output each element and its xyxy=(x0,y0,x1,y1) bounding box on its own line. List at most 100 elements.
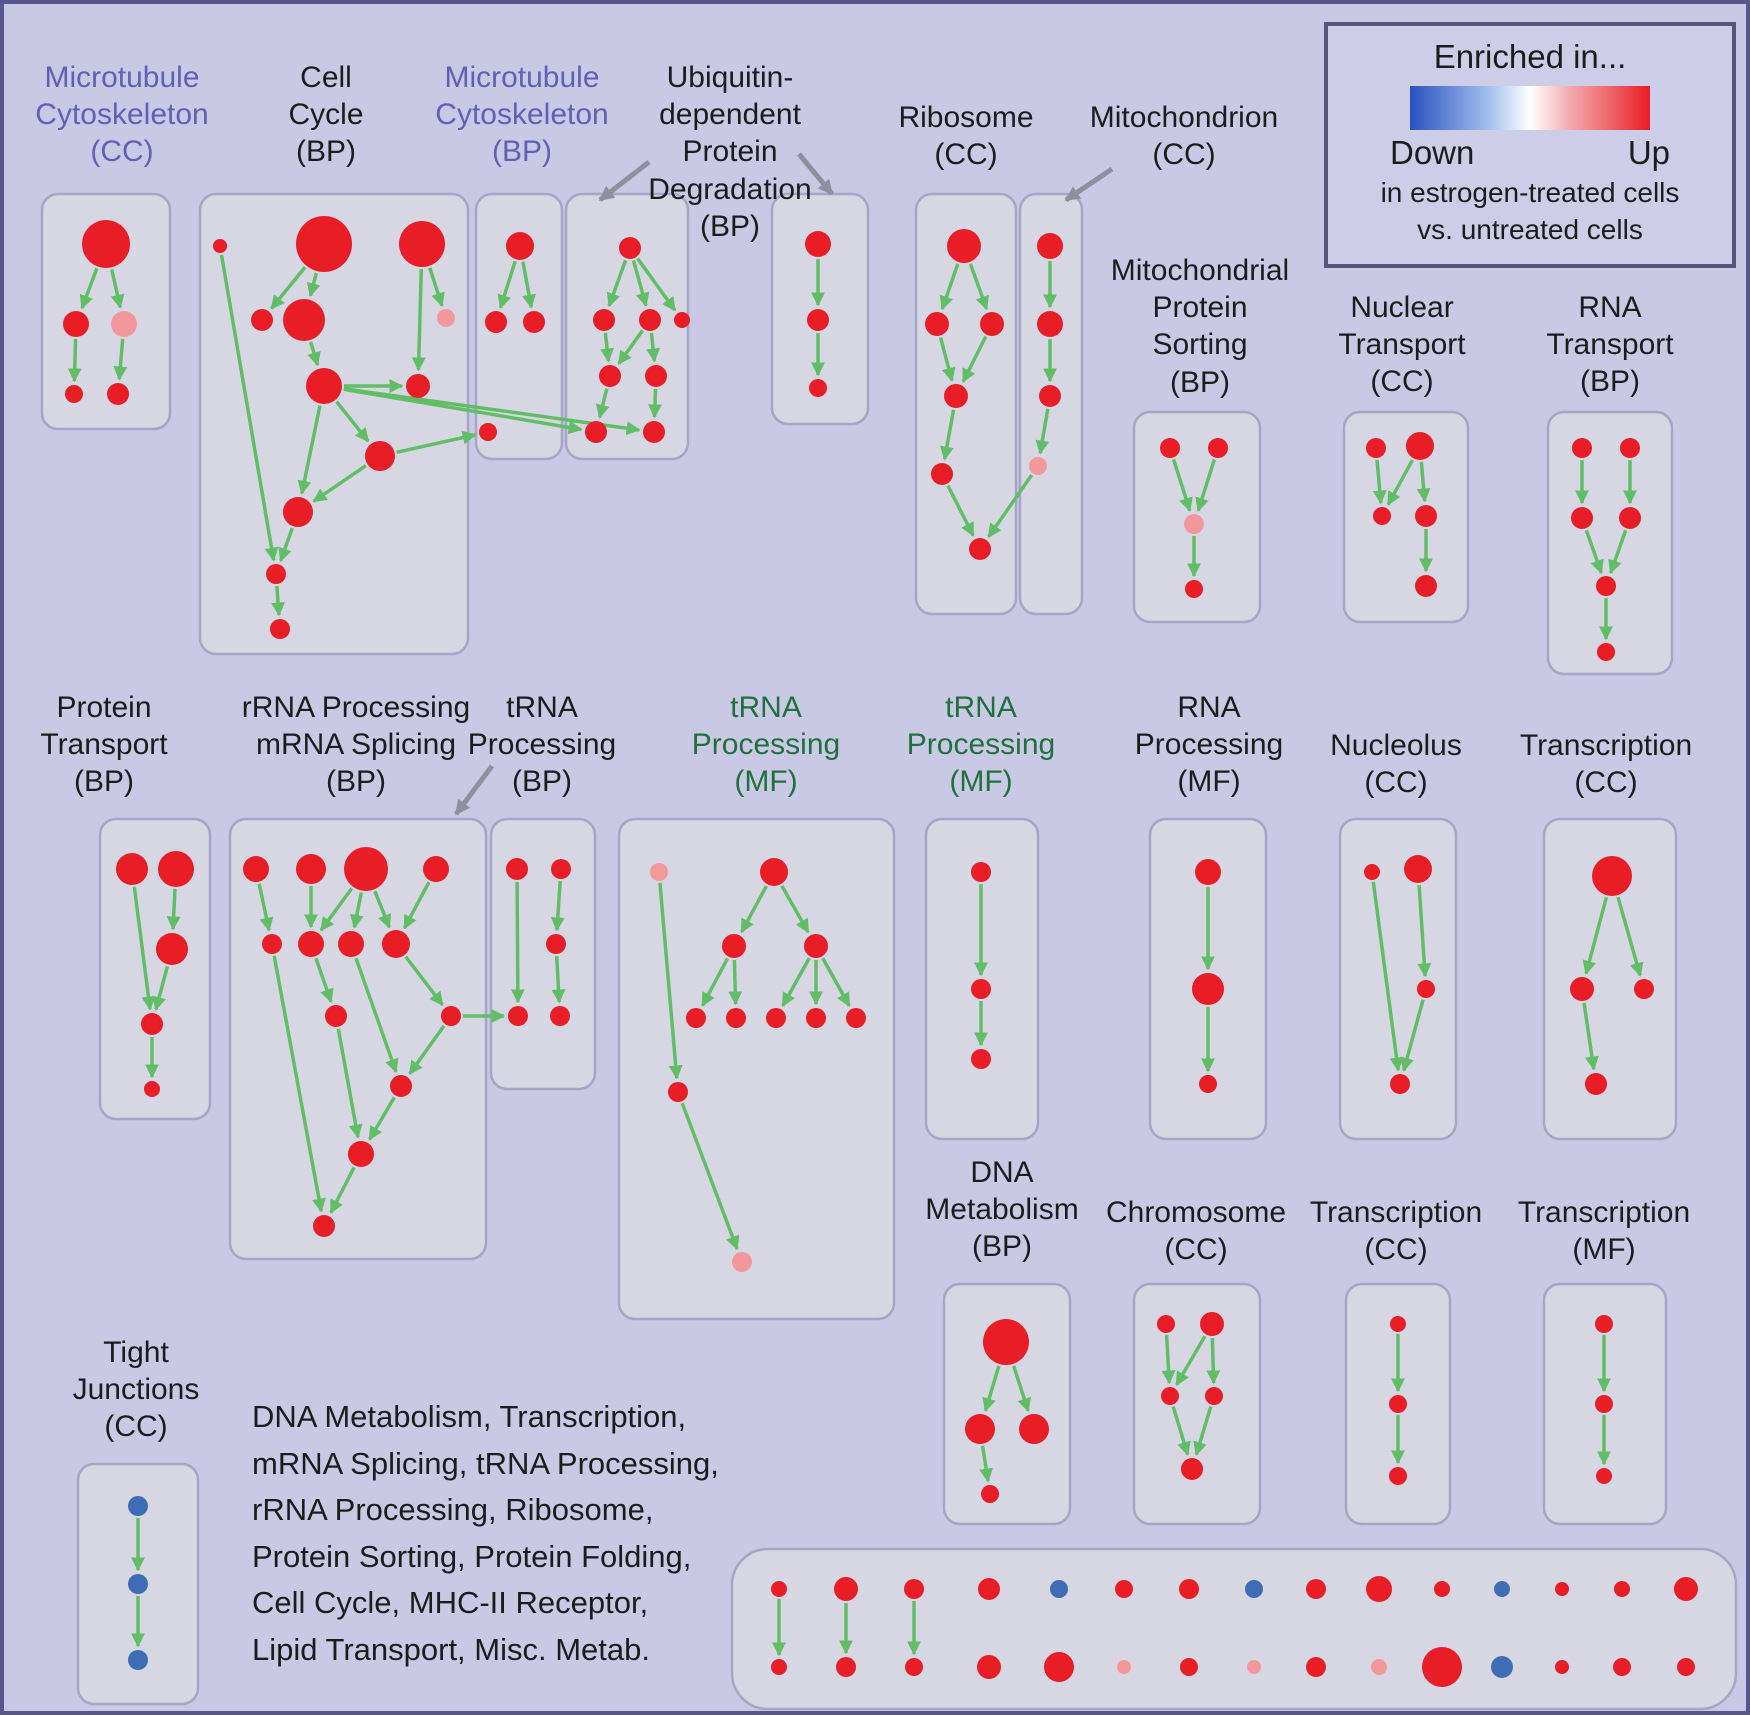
go-term-node xyxy=(266,564,286,584)
relation-edge xyxy=(297,405,322,495)
go-term-node xyxy=(639,309,661,331)
go-term-node xyxy=(344,847,388,891)
misc-categories-note: DNA Metabolism, Transcription, mRNA Spli… xyxy=(252,1399,719,1667)
go-term-node xyxy=(1160,438,1180,458)
go-term-node xyxy=(732,1252,752,1272)
go-term-node xyxy=(1613,1658,1631,1676)
go-term-node xyxy=(1037,311,1063,337)
relation-edge xyxy=(968,263,989,311)
relation-edge xyxy=(67,338,82,383)
go-term-node xyxy=(1247,1660,1261,1674)
go-term-node xyxy=(760,858,788,886)
relation-edge xyxy=(113,338,128,381)
go-term-node xyxy=(523,311,545,333)
go-term-node xyxy=(437,309,455,327)
go-term-node xyxy=(1371,1659,1387,1675)
go-term-node xyxy=(1422,1647,1462,1687)
go-term-node xyxy=(643,421,665,443)
go-term-node xyxy=(1117,1660,1131,1674)
go-term-node xyxy=(82,220,130,268)
relation-edge xyxy=(373,890,392,929)
go-term-node xyxy=(1192,973,1224,1005)
relation-edge xyxy=(728,959,743,1006)
label-pointer-arrow xyxy=(797,152,834,196)
go-term-node xyxy=(63,311,89,337)
cluster-box-dna-metabolism-bp xyxy=(942,1282,1072,1526)
go-term-node xyxy=(1417,980,1435,998)
go-term-node xyxy=(971,862,991,882)
go-term-node xyxy=(1044,1652,1074,1682)
relation-edge xyxy=(510,881,525,1004)
cluster-box-transcription-cc-1 xyxy=(1542,817,1678,1141)
go-term-node xyxy=(925,312,949,336)
go-term-node xyxy=(506,232,534,260)
legend-subtitle-1: in estrogen-treated cells xyxy=(1380,177,1680,208)
relation-edge xyxy=(550,880,565,932)
go-term-node xyxy=(834,1577,858,1601)
go-term-node xyxy=(141,1013,163,1035)
go-term-node xyxy=(1115,1580,1133,1598)
go-term-node xyxy=(686,1008,706,1028)
go-term-node xyxy=(1415,505,1437,527)
go-term-node xyxy=(508,1006,528,1026)
go-term-node xyxy=(965,1414,995,1444)
relation-edge xyxy=(312,464,367,503)
relation-edge xyxy=(1417,884,1432,978)
relation-edge xyxy=(595,388,610,419)
go-term-node xyxy=(1595,1315,1613,1333)
go-term-node xyxy=(1571,507,1593,529)
go-term-node xyxy=(969,538,991,560)
go-term-node xyxy=(1199,1075,1217,1093)
go-term-node xyxy=(971,979,991,999)
relation-edge xyxy=(781,957,811,1007)
relation-edge xyxy=(647,388,662,419)
cluster-box-microtubule-cytoskeleton-bp xyxy=(474,192,564,461)
go-term-node xyxy=(1415,575,1437,597)
relation-edge xyxy=(636,257,677,312)
go-term-node xyxy=(158,851,194,887)
relation-edge xyxy=(939,263,960,311)
go-term-node xyxy=(156,933,188,965)
go-term-node xyxy=(977,1655,1001,1679)
go-term-node xyxy=(1185,580,1203,598)
go-term-node xyxy=(1179,1579,1199,1599)
relation-edge xyxy=(306,272,321,298)
go-term-node xyxy=(1596,576,1616,596)
relation-edge xyxy=(278,527,294,563)
relation-edge xyxy=(1582,1002,1599,1071)
go-term-node xyxy=(107,383,129,405)
relation-edge xyxy=(600,332,615,363)
go-term-node xyxy=(981,1485,999,1503)
go-term-node xyxy=(1570,977,1594,1001)
relation-edge xyxy=(404,955,444,1006)
go-term-node xyxy=(905,1658,923,1676)
relation-edge xyxy=(166,888,181,931)
relation-edge xyxy=(497,260,517,310)
go-term-node xyxy=(546,934,566,954)
relation-edge xyxy=(368,1096,396,1141)
go-term-node xyxy=(1195,859,1221,885)
go-term-node xyxy=(1389,1467,1407,1485)
label-pointer-arrow xyxy=(598,160,651,202)
go-term-node xyxy=(1181,1458,1203,1480)
relation-edge xyxy=(700,957,730,1007)
go-term-node xyxy=(1555,1660,1569,1674)
relation-edge xyxy=(1175,1335,1207,1386)
go-term-node xyxy=(338,931,364,957)
go-term-node xyxy=(650,863,668,881)
go-term-node xyxy=(313,1215,335,1237)
relation-edge xyxy=(646,332,661,363)
go-term-node xyxy=(983,1319,1029,1365)
relation-edge xyxy=(1161,1334,1176,1385)
go-term-node xyxy=(262,934,282,954)
relation-edge xyxy=(979,1445,994,1483)
relation-edge xyxy=(1011,1365,1031,1413)
go-term-node xyxy=(1674,1577,1698,1601)
go-term-node xyxy=(406,374,430,398)
relation-edge xyxy=(946,484,975,537)
relation-edge xyxy=(961,335,988,383)
go-term-node xyxy=(804,934,828,958)
relation-edge xyxy=(521,261,536,309)
go-term-node xyxy=(771,1659,787,1675)
